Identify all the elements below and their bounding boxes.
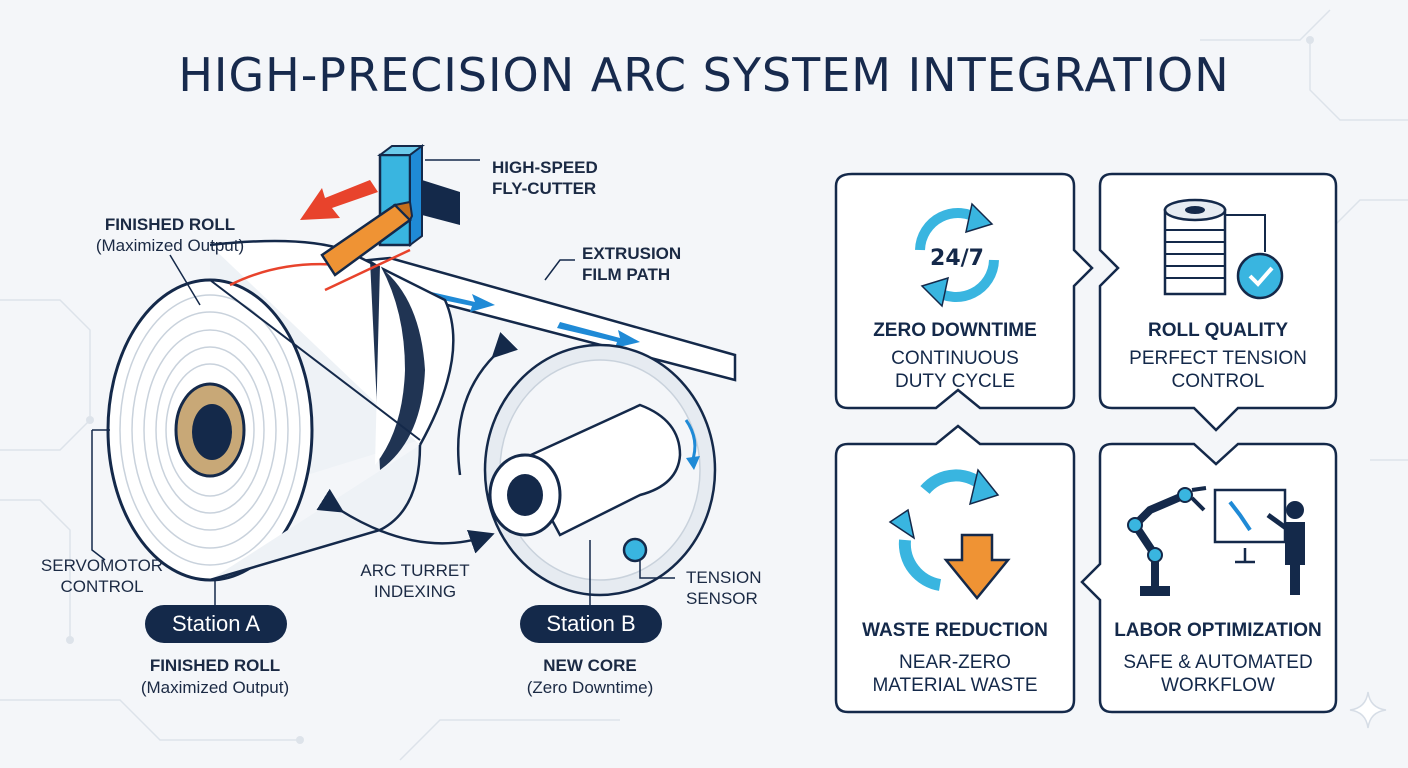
station-a-title: FINISHED ROLL <box>149 656 281 675</box>
card-zero-downtime-sub: CONTINUOUS DUTY CYCLE <box>891 348 1019 392</box>
arc-turret-label: ARC TURRET INDEXING <box>360 561 470 601</box>
recycle-arrow-icon <box>888 468 1011 600</box>
benefits-grid: 24/7 <box>834 172 1338 714</box>
cutter-direction-arrow <box>300 180 378 220</box>
station-b-pill: Station B <box>520 605 662 643</box>
arc-indexing-arrow <box>456 332 518 476</box>
card-waste-reduction-title: WASTE REDUCTION <box>862 620 1048 641</box>
card-zero-downtime-frame <box>834 172 1094 410</box>
extrusion-label: EXTRUSION FILM PATH <box>582 244 682 284</box>
card-labor-optimization-sub: SAFE & AUTOMATED WORKFLOW <box>1123 652 1313 696</box>
card-zero-downtime-title: ZERO DOWNTIME <box>873 320 1037 341</box>
robot-operator-icon <box>1127 486 1305 596</box>
sparkle-icon <box>1349 691 1387 729</box>
station-a-pill: Station A <box>145 605 287 643</box>
fly-cutter <box>320 144 460 277</box>
roll-checkmark-icon <box>1163 198 1284 300</box>
card-waste-reduction-sub: NEAR-ZERO MATERIAL WASTE <box>872 652 1038 696</box>
station-a-note: (Maximized Output) <box>140 678 290 697</box>
svg-text:24/7: 24/7 <box>930 246 984 271</box>
card-roll-quality-sub: PERFECT TENSION CONTROL <box>1129 348 1307 392</box>
tension-sensor-label: TENSION SENSOR <box>686 568 762 608</box>
servomotor-label: SERVOMOTOR CONTROL <box>40 556 164 596</box>
station-b-note: (Zero Downtime) <box>526 678 654 697</box>
arc-turret-illustration <box>91 144 737 610</box>
card-roll-quality-frame <box>1098 172 1338 432</box>
finished-roll-top-label: FINISHED ROLL (Maximized Output) <box>95 215 245 255</box>
24-7-cycle-icon: 24/7 <box>915 202 999 308</box>
card-roll-quality-title: ROLL QUALITY <box>1147 320 1289 341</box>
card-labor-optimization-title: LABOR OPTIMIZATION <box>1114 620 1322 641</box>
station-b-title: NEW CORE <box>543 656 637 675</box>
tension-sensor <box>622 537 648 563</box>
fly-cutter-label: HIGH-SPEED FLY-CUTTER <box>492 158 598 198</box>
page-title: HIGH-PRECISION ARC SYSTEM INTEGRATION <box>178 48 1230 102</box>
